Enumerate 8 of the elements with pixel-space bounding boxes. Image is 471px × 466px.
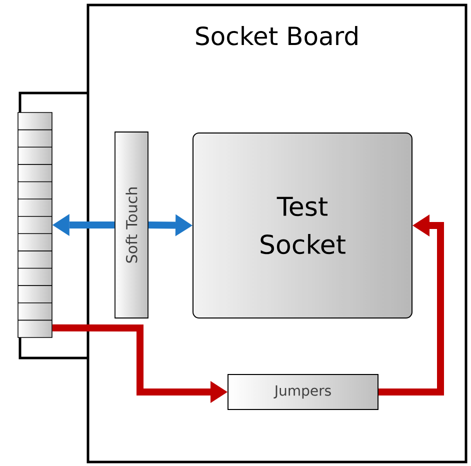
arrow <box>52 214 115 236</box>
socket-box: Test Socket <box>192 132 412 318</box>
arrow <box>148 214 192 236</box>
soft-touch-box: Soft Touch <box>114 132 148 318</box>
connector-strip <box>18 112 52 338</box>
arrow <box>378 214 444 396</box>
arrow <box>52 324 228 403</box>
jumper-box: Jumpers <box>228 374 378 410</box>
